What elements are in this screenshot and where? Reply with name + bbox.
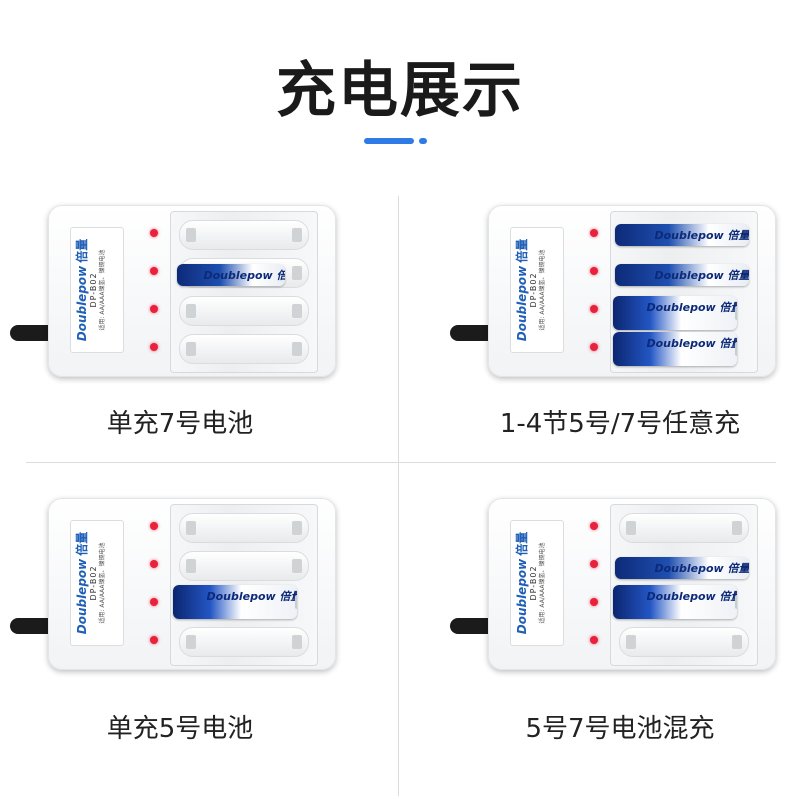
battery-slot (179, 296, 309, 326)
battery-bay: Doublepow 倍量 (170, 211, 318, 373)
led-indicator (590, 636, 598, 644)
model-number: DP-B02 (529, 565, 538, 601)
panel-single-aaa: Doublepow 倍量 DP-B02 适用: AA/AAA镍氢、镍镉电池 Dou… (10, 205, 350, 439)
led-indicator (150, 343, 158, 351)
battery-slot (179, 551, 309, 581)
brand-name: Doublepow (75, 558, 89, 635)
led-indicator (590, 229, 598, 237)
brand-name: Doublepow (515, 558, 529, 635)
model-number: DP-B02 (89, 565, 98, 601)
battery-label: Doublepow 倍量 (646, 590, 737, 603)
led-column (588, 516, 602, 656)
led-indicator (150, 636, 158, 644)
aaa-battery: Doublepow 倍量 (177, 264, 285, 286)
battery-label: Doublepow 倍量 (206, 590, 297, 603)
charger-label: Doublepow 倍量 DP-B02 适用: AA/AAA镍氢、镍镉电池 (510, 227, 564, 353)
battery-label: Doublepow 倍量 (654, 562, 749, 575)
spec-text: 适用: AA/AAA镍氢、镍镉电池 (99, 249, 106, 331)
brand-name: Doublepow (75, 265, 89, 342)
model-number: DP-B02 (89, 272, 98, 308)
panel-caption: 单充5号电池 (106, 714, 254, 744)
led-indicator (590, 267, 598, 275)
led-indicator (590, 560, 598, 568)
battery-slot (619, 513, 749, 543)
vertical-divider (398, 196, 399, 796)
battery-label: Doublepow 倍量 (654, 229, 749, 242)
title-underline-dot (419, 138, 427, 144)
led-column (148, 223, 162, 363)
brand-name: Doublepow (515, 265, 529, 342)
battery-label: Doublepow 倍量 (654, 269, 749, 282)
spec-text: 适用: AA/AAA镍氢、镍镉电池 (539, 542, 546, 624)
horizontal-divider (26, 462, 776, 463)
spec-text: 适用: AA/AAA镍氢、镍镉电池 (539, 249, 546, 331)
brand-name-cn: 倍量 (515, 238, 529, 263)
charger: Doublepow 倍量 DP-B02 适用: AA/AAA镍氢、镍镉电池 Dou… (48, 498, 336, 670)
panel-single-aa: Doublepow 倍量 DP-B02 适用: AA/AAA镍氢、镍镉电池 Dou… (10, 498, 350, 744)
charger: Doublepow 倍量 DP-B02 适用: AA/AAA镍氢、镍镉电池 Dou… (488, 205, 776, 377)
led-indicator (150, 267, 158, 275)
battery-label: Doublepow 倍量 (646, 337, 737, 350)
charger-label: Doublepow 倍量 DP-B02 适用: AA/AAA镍氢、镍镉电池 (70, 227, 124, 353)
aaa-battery: Doublepow 倍量 (615, 224, 749, 246)
charger-label: Doublepow 倍量 DP-B02 适用: AA/AAA镍氢、镍镉电池 (70, 520, 124, 646)
led-indicator (150, 229, 158, 237)
battery-slot (619, 627, 749, 657)
panel-caption: 5号7号电池混充 (525, 714, 715, 744)
battery-label: Doublepow 倍量 (203, 269, 285, 282)
led-indicator (150, 598, 158, 606)
panel-caption: 单充7号电池 (106, 409, 254, 439)
brand-name-cn: 倍量 (75, 531, 89, 556)
panel-caption: 1-4节5号/7号任意充 (499, 409, 741, 439)
aa-battery: Doublepow 倍量 (173, 585, 297, 619)
led-indicator (590, 522, 598, 530)
panel-four-batteries: Doublepow 倍量 DP-B02 适用: AA/AAA镍氢、镍镉电池 Dou… (450, 205, 790, 439)
led-indicator (590, 343, 598, 351)
led-column (588, 223, 602, 363)
spec-text: 适用: AA/AAA镍氢、镍镉电池 (99, 542, 106, 624)
aa-battery: Doublepow 倍量 (613, 296, 737, 330)
led-indicator (150, 305, 158, 313)
aaa-battery: Doublepow 倍量 (615, 264, 749, 286)
battery-bay: Doublepow 倍量 (170, 504, 318, 666)
led-column (148, 516, 162, 656)
led-indicator (590, 598, 598, 606)
charger: Doublepow 倍量 DP-B02 适用: AA/AAA镍氢、镍镉电池 Dou… (488, 498, 776, 670)
battery-slot (179, 627, 309, 657)
page-title: 充电展示 (276, 56, 524, 126)
charger: Doublepow 倍量 DP-B02 适用: AA/AAA镍氢、镍镉电池 Dou… (48, 205, 336, 377)
battery-label: Doublepow 倍量 (646, 301, 737, 314)
model-number: DP-B02 (529, 272, 538, 308)
brand-name-cn: 倍量 (75, 238, 89, 263)
charger-label: Doublepow 倍量 DP-B02 适用: AA/AAA镍氢、镍镉电池 (510, 520, 564, 646)
battery-slot (179, 220, 309, 250)
aa-battery: Doublepow 倍量 (613, 585, 737, 619)
led-indicator (150, 560, 158, 568)
title-underline (364, 138, 414, 144)
led-indicator (590, 305, 598, 313)
battery-slot (179, 334, 309, 364)
battery-bay: Doublepow 倍量 Doublepow 倍量 Doublepow 倍量 D… (610, 211, 758, 373)
aa-battery: Doublepow 倍量 (613, 332, 737, 366)
panel-mixed-charge: Doublepow 倍量 DP-B02 适用: AA/AAA镍氢、镍镉电池 Dou… (450, 498, 790, 744)
aaa-battery: Doublepow 倍量 (615, 557, 749, 579)
brand-name-cn: 倍量 (515, 531, 529, 556)
battery-slot (179, 513, 309, 543)
battery-bay: Doublepow 倍量 Doublepow 倍量 (610, 504, 758, 666)
led-indicator (150, 522, 158, 530)
